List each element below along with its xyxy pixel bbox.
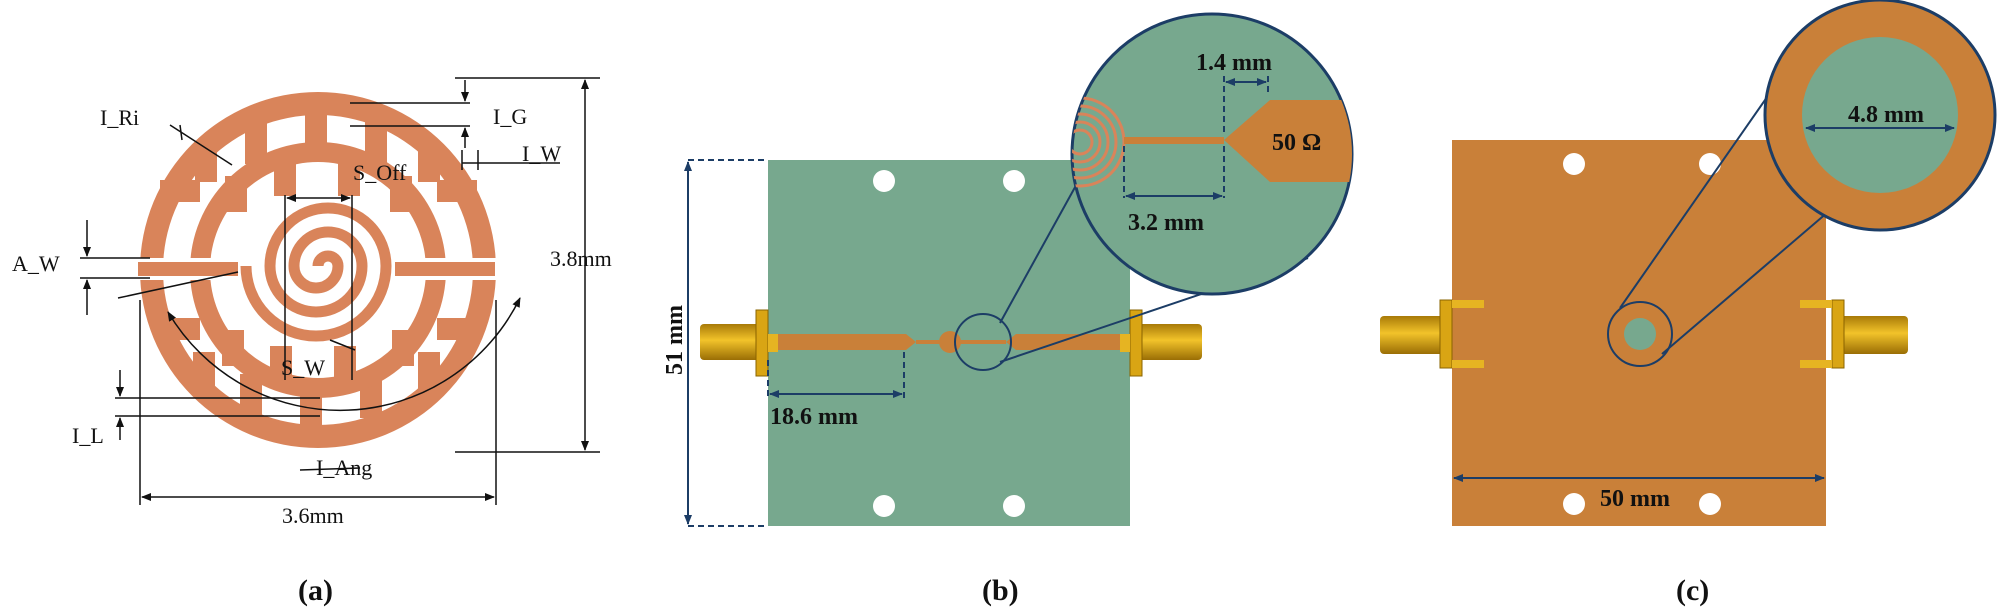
connector-right-b — [1120, 309, 1202, 377]
connector-right-c — [1800, 299, 1908, 369]
dimension-lines-a — [80, 77, 600, 505]
sensor-geometry — [138, 92, 500, 448]
label-line-length: 3.2 mm — [1128, 210, 1204, 236]
caption-a: (a) — [298, 574, 333, 607]
connector-left-b — [700, 309, 778, 377]
dimension-lines-b — [684, 76, 1269, 527]
label-i-g: I_G — [493, 104, 527, 129]
label-gap: 1.4 mm — [1196, 50, 1272, 76]
label-feed-length: 18.6 mm — [770, 404, 858, 430]
dimension-lines-c — [1453, 124, 1955, 482]
label-a-w: A_W — [12, 251, 60, 276]
label-height-a: 3.8mm — [550, 246, 612, 271]
caption-b: (b) — [982, 574, 1019, 607]
panel-b: 51 mm 18.6 mm 1.4 mm 3.2 mm 50 Ω (b) — [662, 12, 1354, 607]
label-hole: 4.8 mm — [1848, 102, 1924, 128]
label-i-w: I_W — [522, 141, 561, 166]
zoom-marker-c — [1607, 301, 1673, 367]
mounting-holes-b — [873, 170, 1025, 517]
zoom-callout-c — [1763, 0, 1997, 232]
panel-a: I_Ri I_G I_W S_Off A_W S_W I_L I_Ang 3.8… — [12, 77, 612, 607]
caption-c: (c) — [1676, 574, 1709, 607]
label-i-l: I_L — [72, 423, 104, 448]
zoom-callout-b — [1070, 12, 1354, 296]
inner-fingers — [222, 156, 414, 386]
feed-line-right — [1006, 334, 1120, 350]
label-impedance: 50 Ω — [1272, 130, 1321, 156]
label-s-w: S_W — [281, 355, 325, 380]
label-width-a: 3.6mm — [282, 503, 344, 528]
label-s-off: S_Off — [353, 160, 407, 185]
mounting-holes-c — [1563, 153, 1721, 515]
label-height-b: 51 mm — [662, 305, 688, 375]
label-i-ang: I_Ang — [316, 455, 372, 480]
ground-opening — [1624, 318, 1656, 350]
connector-left-c — [1380, 299, 1484, 369]
label-width-c: 50 mm — [1600, 486, 1670, 512]
zoom-marker-b — [954, 313, 1012, 371]
feed-line-left — [778, 334, 916, 350]
sensor-small — [939, 331, 961, 353]
label-i-ri: I_Ri — [100, 105, 139, 130]
panel-c: 4.8 mm 50 mm (c) — [1380, 0, 1997, 607]
